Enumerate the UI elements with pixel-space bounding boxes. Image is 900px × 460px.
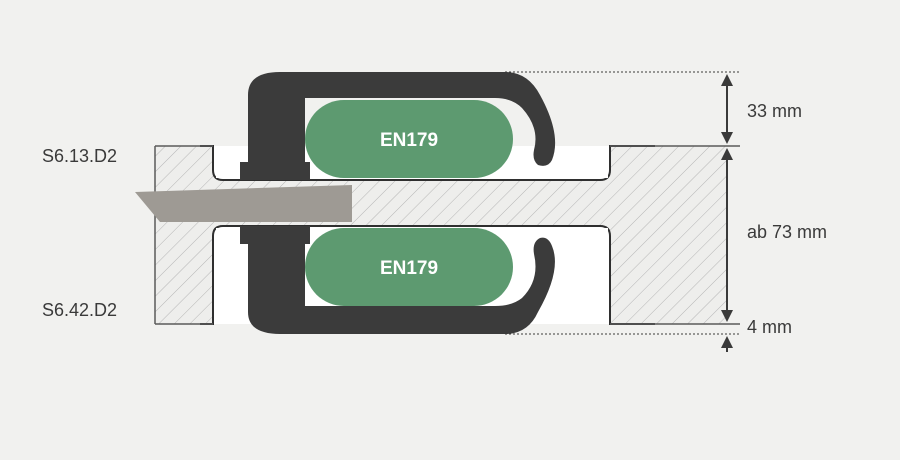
arrow-down-icon (721, 310, 733, 322)
dimension-arrows (721, 74, 733, 348)
bottom-handle: EN179 (240, 226, 555, 334)
arrow-down-icon (721, 132, 733, 144)
arrow-up-icon (721, 74, 733, 86)
bottom-pill-label: EN179 (380, 258, 438, 279)
top-pill-label: EN179 (380, 130, 438, 151)
top-pill (305, 100, 513, 178)
latch-bolt (135, 185, 352, 222)
bottom-part-label: S6.42.D2 (42, 300, 117, 320)
arrow-up-icon (721, 148, 733, 160)
arrow-up-icon (721, 336, 733, 348)
dim-top-label: 33 mm (747, 101, 802, 121)
dim-door-label: ab 73 mm (747, 222, 827, 242)
top-handle: EN179 (240, 72, 556, 180)
bottom-pill (305, 228, 513, 306)
dim-bottom-label: 4 mm (747, 317, 792, 337)
top-part-label: S6.13.D2 (42, 146, 117, 166)
